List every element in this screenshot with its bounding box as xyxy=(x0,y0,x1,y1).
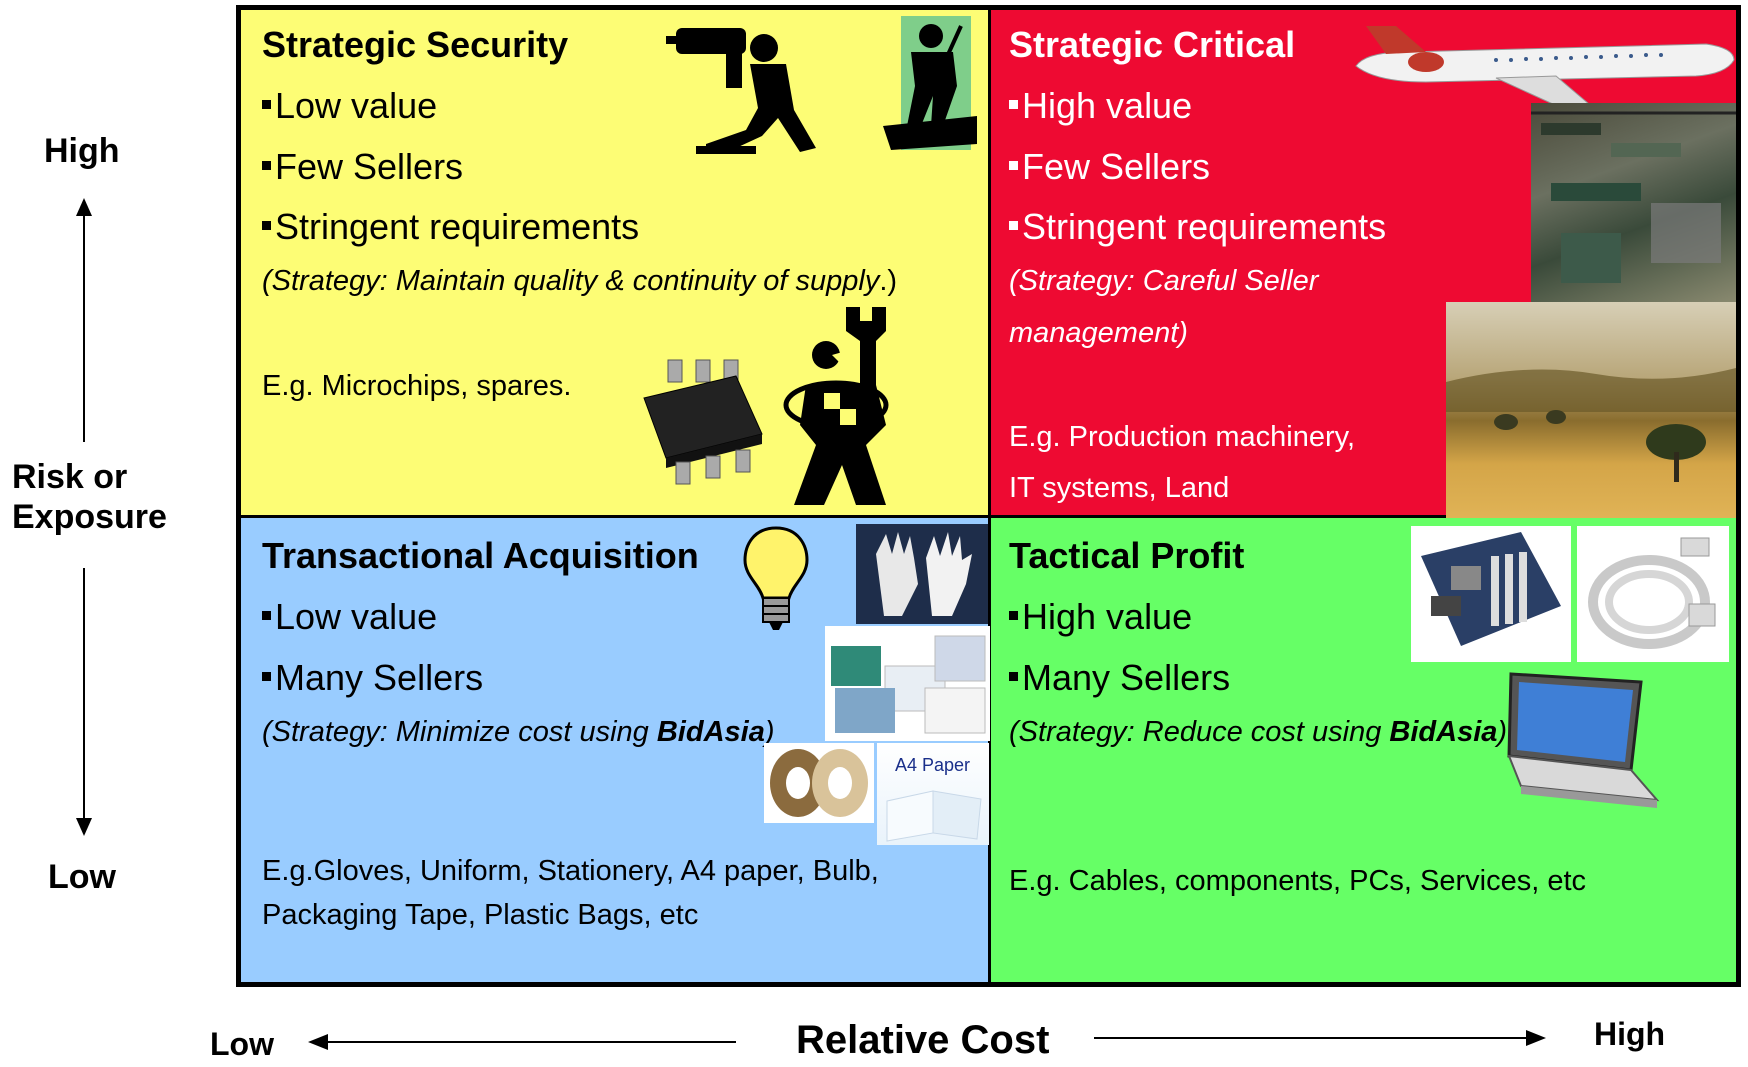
y-axis-arrow-down-line xyxy=(83,568,85,820)
x-axis-high-label: High xyxy=(1594,1016,1666,1052)
strategy-text-line1: (Strategy: Careful Seller xyxy=(1009,265,1319,297)
y-axis-title-line1: Risk or xyxy=(12,458,128,496)
paper-photo: A4 Paper xyxy=(877,743,989,845)
gloves-photo xyxy=(856,524,988,624)
quadrant-title: Tactical Profit xyxy=(1009,535,1245,576)
bullet-item: Low value xyxy=(262,85,437,127)
procurement-matrix: Strategic Security Low value Few Sellers… xyxy=(236,5,1741,987)
strategy-text-line2: management) xyxy=(1009,317,1188,349)
y-axis-arrow-up-icon xyxy=(76,198,92,216)
bullet-item: Stringent requirements xyxy=(262,206,639,248)
quadrant-strategic-critical: Strategic Critical High value Few Seller… xyxy=(991,10,1736,518)
motherboard-photo xyxy=(1411,526,1571,662)
landscape-photo xyxy=(1446,302,1736,518)
microchip-icon xyxy=(643,359,763,485)
y-axis-arrow-down-icon xyxy=(76,818,92,836)
x-axis-arrow-left-icon xyxy=(308,1034,328,1050)
airplane-icon xyxy=(1355,26,1735,111)
bullet-item: Many Sellers xyxy=(1009,657,1230,699)
y-axis-high-label: High xyxy=(44,132,120,170)
example-text-line1: E.g. Production machinery, xyxy=(1009,421,1356,453)
y-axis-low-label: Low xyxy=(48,858,116,896)
quadrant-title: Transactional Acquisition xyxy=(262,535,699,576)
bullet-item: Low value xyxy=(262,596,437,638)
cable-photo xyxy=(1577,526,1729,662)
strategy-text: (Strategy: Reduce cost using BidAsia) xyxy=(1009,716,1508,748)
sweeper-icon xyxy=(881,16,977,150)
example-text-line1: E.g.Gloves, Uniform, Stationery, A4 pape… xyxy=(262,855,879,887)
bullet-item: Few Sellers xyxy=(1009,146,1210,188)
example-text: E.g. Cables, components, PCs, Services, … xyxy=(1009,865,1587,897)
factory-photo xyxy=(1531,103,1736,303)
tape-photo xyxy=(764,743,874,823)
bullet-item: High value xyxy=(1009,596,1192,638)
example-text: E.g. Microchips, spares. xyxy=(262,370,572,402)
quadrant-tactical-profit: Tactical Profit High value Many Sellers … xyxy=(991,518,1736,982)
quadrant-title: Strategic Security xyxy=(262,24,569,65)
x-axis-arrow-right-line xyxy=(1094,1037,1528,1039)
bullet-item: Few Sellers xyxy=(262,146,463,188)
laptop-icon xyxy=(1507,672,1660,808)
y-axis-arrow-up-line xyxy=(83,212,85,442)
example-text-line2: Packaging Tape, Plastic Bags, etc xyxy=(262,899,699,931)
quadrant-title: Strategic Critical xyxy=(1009,24,1296,65)
lightbulb-icon xyxy=(743,526,809,630)
wrench-figure-icon xyxy=(783,307,889,505)
example-text-line2: IT systems, Land xyxy=(1009,472,1230,504)
quadrant-transactional-acquisition: Transactional Acquisition Low value Many… xyxy=(241,518,991,982)
quadrant-strategic-security: Strategic Security Low value Few Sellers… xyxy=(241,10,991,518)
bullet-item: High value xyxy=(1009,85,1192,127)
bullet-item: Many Sellers xyxy=(262,657,483,699)
paper-label: A4 Paper xyxy=(895,755,971,775)
bullet-item: Stringent requirements xyxy=(1009,206,1386,248)
x-axis-arrow-right-icon xyxy=(1526,1030,1546,1046)
uniforms-photo xyxy=(825,626,990,741)
drill-worker-icon xyxy=(666,28,816,154)
x-axis-title: Relative Cost xyxy=(796,1018,1050,1062)
strategy-text: (Strategy: Minimize cost using BidAsia) xyxy=(262,716,775,748)
y-axis-title-line2: Exposure xyxy=(12,498,167,536)
x-axis-low-label: Low xyxy=(210,1026,274,1062)
strategy-text: (Strategy: Maintain quality & continuity… xyxy=(262,265,898,297)
x-axis-arrow-left-line xyxy=(326,1041,736,1043)
